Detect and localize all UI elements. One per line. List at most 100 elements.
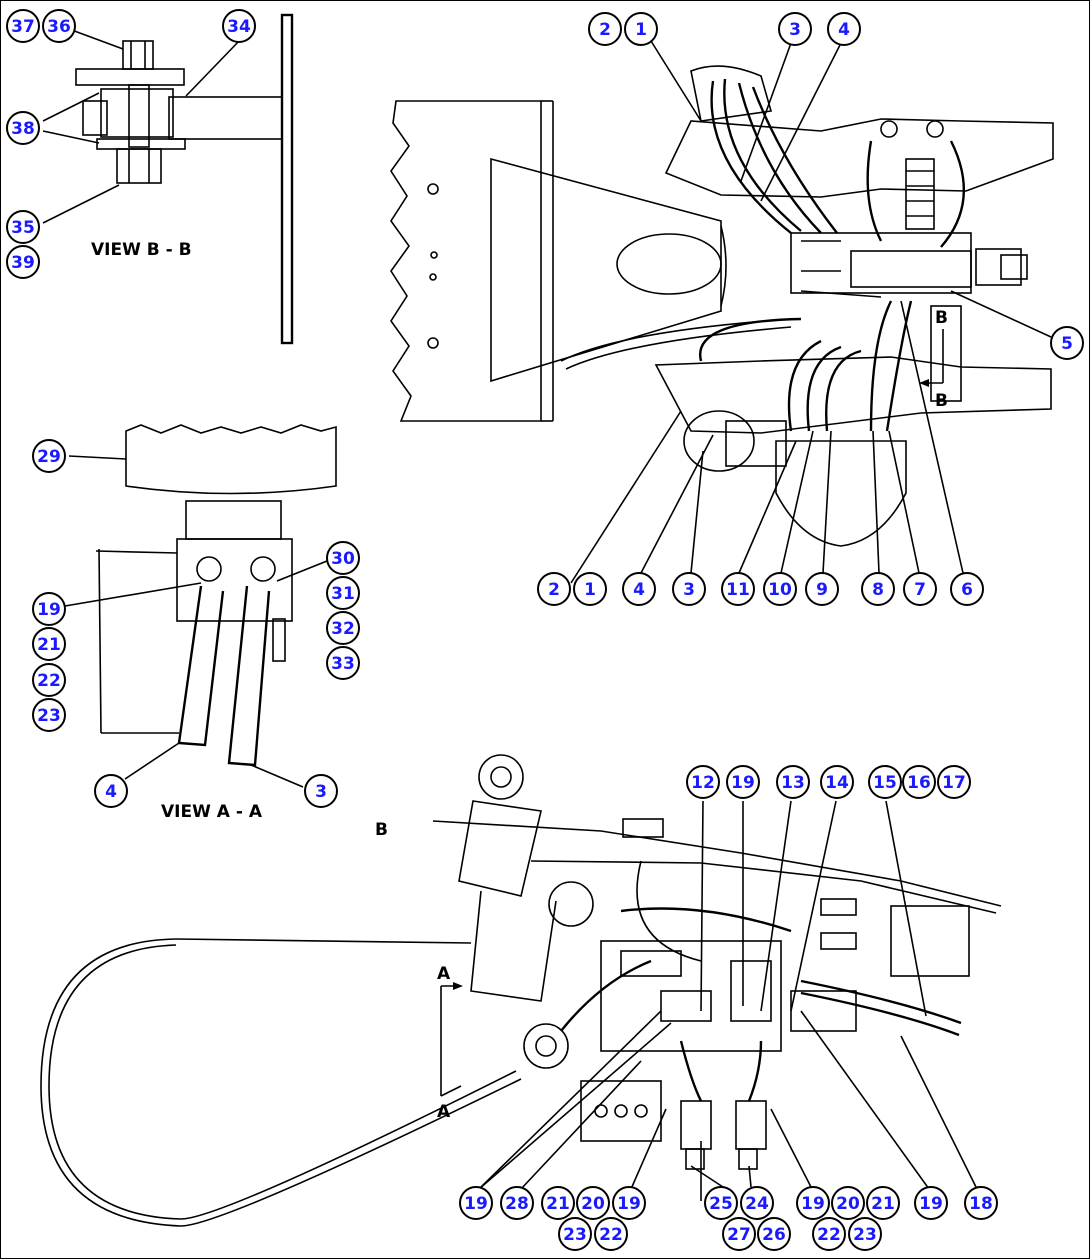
callout-number: 35 — [11, 218, 35, 238]
callout-number: 22 — [37, 671, 61, 691]
callout-number: 3 — [683, 580, 695, 600]
callout-circle — [537, 572, 571, 606]
callout-circle — [740, 1186, 774, 1220]
callout-number: 33 — [331, 654, 355, 674]
callout-3: 3 — [304, 774, 338, 808]
callout-1: 1 — [624, 12, 658, 46]
callout-circle — [541, 1186, 575, 1220]
callout-circle — [6, 245, 40, 279]
upper-assembly-drawing — [390, 65, 1054, 547]
callout-circle — [42, 9, 76, 43]
callout-29: 29 — [32, 439, 66, 473]
section-b-top-label: B — [935, 308, 948, 328]
callout-circle — [6, 210, 40, 244]
callout-21: 21 — [32, 627, 66, 661]
callout-17: 17 — [937, 765, 971, 799]
view-aa-drawing — [95, 424, 337, 767]
callout-number: 17 — [942, 773, 966, 793]
callout-30: 30 — [326, 541, 360, 575]
callout-circle — [6, 9, 40, 43]
callout-number: 31 — [331, 584, 355, 604]
callout-27: 27 — [722, 1217, 756, 1251]
callout-number: 9 — [816, 580, 828, 600]
callout-circle — [622, 572, 656, 606]
callout-circle — [558, 1217, 592, 1251]
callout-4: 4 — [94, 774, 128, 808]
section-b-label: B — [375, 820, 388, 840]
callout-39: 39 — [6, 245, 40, 279]
callout-number: 12 — [691, 773, 715, 793]
callout-circle — [326, 646, 360, 680]
callout-11: 11 — [721, 572, 755, 606]
callout-18: 18 — [964, 1186, 998, 1220]
callout-number: 1 — [584, 580, 596, 600]
callout-38: 38 — [6, 111, 40, 145]
callout-circle — [500, 1186, 534, 1220]
callout-22: 22 — [32, 663, 66, 697]
callout-number: 6 — [961, 580, 973, 600]
callout-circle — [831, 1186, 865, 1220]
callout-number: 36 — [47, 17, 71, 37]
callout-number: 15 — [873, 773, 897, 793]
callout-circle — [902, 765, 936, 799]
callout-circle — [812, 1217, 846, 1251]
callout-number: 7 — [914, 580, 926, 600]
callout-number: 5 — [1061, 334, 1073, 354]
callout-9: 9 — [805, 572, 839, 606]
callout-circle — [820, 765, 854, 799]
callout-number: 21 — [871, 1194, 895, 1214]
callout-circle — [594, 1217, 628, 1251]
callout-number: 39 — [11, 253, 35, 273]
callout-4: 4 — [827, 12, 861, 46]
callout-37: 37 — [6, 9, 40, 43]
callout-circle — [1050, 326, 1084, 360]
callout-2: 2 — [588, 12, 622, 46]
callout-number: 4 — [633, 580, 645, 600]
callout-circle — [459, 1186, 493, 1220]
callout-number: 25 — [709, 1194, 733, 1214]
callout-circle — [326, 576, 360, 610]
callout-number: 19 — [919, 1194, 943, 1214]
callout-circle — [964, 1186, 998, 1220]
callout-24: 24 — [740, 1186, 774, 1220]
callout-circle — [686, 765, 720, 799]
callout-6: 6 — [950, 572, 984, 606]
callout-circle — [588, 12, 622, 46]
callout-circle — [304, 774, 338, 808]
callout-22: 22 — [812, 1217, 846, 1251]
leader-lines — [42, 28, 1052, 1190]
callout-22: 22 — [594, 1217, 628, 1251]
callout-3: 3 — [672, 572, 706, 606]
callout-circle — [32, 439, 66, 473]
callout-12: 12 — [686, 765, 720, 799]
callout-circle — [6, 111, 40, 145]
callout-number: 23 — [37, 706, 61, 726]
callout-circle — [848, 1217, 882, 1251]
view-aa-label: VIEW A - A — [161, 802, 263, 822]
callout-23: 23 — [32, 698, 66, 732]
callout-circle — [32, 592, 66, 626]
callout-circle — [576, 1186, 610, 1220]
callout-15: 15 — [868, 765, 902, 799]
callout-number: 8 — [872, 580, 884, 600]
callout-14: 14 — [820, 765, 854, 799]
callout-circle — [937, 765, 971, 799]
callout-number: 23 — [853, 1225, 877, 1245]
callout-number: 2 — [599, 20, 611, 40]
callout-number: 28 — [505, 1194, 529, 1214]
callout-number: 22 — [817, 1225, 841, 1245]
callout-23: 23 — [558, 1217, 592, 1251]
callout-number: 29 — [37, 447, 61, 467]
lower-assembly-drawing — [40, 754, 1002, 1227]
callout-circle — [326, 541, 360, 575]
callout-number: 13 — [781, 773, 805, 793]
callout-circle — [624, 12, 658, 46]
callout-number: 21 — [546, 1194, 570, 1214]
callout-number: 10 — [768, 580, 792, 600]
callout-circle — [726, 765, 760, 799]
callout-3: 3 — [778, 12, 812, 46]
callout-number: 19 — [801, 1194, 825, 1214]
callout-33: 33 — [326, 646, 360, 680]
callout-number: 32 — [331, 619, 355, 639]
callout-number: 23 — [563, 1225, 587, 1245]
